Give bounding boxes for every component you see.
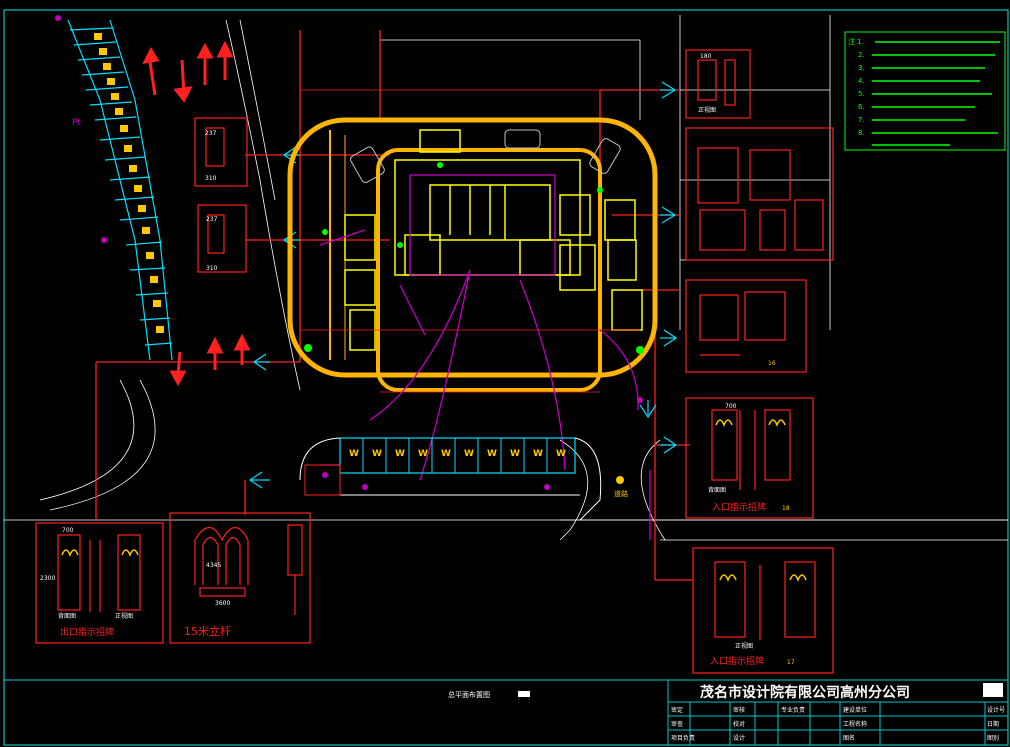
svg-text:W: W xyxy=(441,449,451,459)
sign-num-16: 16 xyxy=(768,360,776,367)
svg-text:道路: 道路 xyxy=(614,489,628,498)
exit-sign-width: 700 xyxy=(62,527,74,534)
svg-text:图名: 图名 xyxy=(843,734,855,742)
detail-panel-sign-b-1 xyxy=(194,117,248,187)
svg-text:工程名称: 工程名称 xyxy=(843,720,867,728)
svg-text:注 1.: 注 1. xyxy=(848,37,864,46)
pylon-w: 3600 xyxy=(215,600,230,607)
svg-text:6.: 6. xyxy=(858,103,865,111)
drawing-border xyxy=(3,9,1009,746)
sign-b2-w: 237 xyxy=(206,216,218,223)
detail-panel-pylon xyxy=(169,512,311,644)
svg-text:设计号: 设计号 xyxy=(987,706,1005,714)
arch-logos xyxy=(61,419,807,583)
svg-text:审定: 审定 xyxy=(671,706,683,714)
title-block-labels: 审定 审核 专业负责 建设单位 审查 校对 工程名称 项目负责 设计 图名 设计… xyxy=(671,706,1005,742)
detail-panel-c xyxy=(685,279,807,373)
exit-sign-height: 2300 xyxy=(40,575,55,582)
svg-text:W: W xyxy=(349,449,359,459)
pt-label: Pt xyxy=(72,118,81,128)
sign-b2-base: 310 xyxy=(206,265,218,272)
sign-d-caption: 入口指示招牌 xyxy=(712,501,766,513)
plan-caption-box xyxy=(518,691,530,697)
sign-b1-base: 310 xyxy=(205,175,217,182)
svg-text:W: W xyxy=(464,449,474,459)
sign-d-width: 700 xyxy=(725,403,737,410)
left-parking-markers xyxy=(94,33,164,333)
svg-text:日期: 日期 xyxy=(987,720,999,728)
title-block-white-box xyxy=(983,683,1003,697)
building-outer-ring xyxy=(287,117,658,392)
title-block xyxy=(667,679,1009,746)
pylon-caption: 15米立杆 xyxy=(184,624,231,638)
detail-panel-entry-sign xyxy=(685,397,814,519)
svg-text:图别: 图别 xyxy=(987,734,999,742)
svg-text:4.: 4. xyxy=(858,77,865,85)
car-outlines xyxy=(350,129,621,184)
svg-text:建设单位: 建设单位 xyxy=(843,706,867,714)
sign-a-front: 正视图 xyxy=(698,106,716,114)
svg-text:设计: 设计 xyxy=(733,734,745,742)
detail-panel-sign-a xyxy=(685,49,751,119)
svg-text:3.: 3. xyxy=(858,64,865,72)
svg-text:W: W xyxy=(487,449,497,459)
site-boundary xyxy=(95,30,693,581)
exit-sign-caption: 出口指示招牌 xyxy=(60,626,114,638)
traffic-arrows xyxy=(142,40,251,387)
leader-arrows xyxy=(248,81,678,489)
svg-text:W: W xyxy=(510,449,520,459)
entry-marker: 道路 xyxy=(614,476,628,498)
svg-text:项目负责: 项目负责 xyxy=(671,734,695,742)
notes-lines: 注 1. 2. 3. 4. 5. 6. 7. 8. xyxy=(848,37,865,137)
svg-text:专业负责: 专业负责 xyxy=(781,706,805,714)
svg-text:8.: 8. xyxy=(858,129,865,137)
exit-sign-back: 背面图 xyxy=(58,612,76,620)
title-company: 茂名市设计院有限公司高州分公司 xyxy=(700,684,910,701)
dimension-line-top xyxy=(300,89,640,393)
notes-box xyxy=(844,31,1006,151)
detail-panel-entry-sign-2 xyxy=(692,547,834,674)
pylon-h: 4345 xyxy=(206,562,221,569)
svg-text:W: W xyxy=(418,449,428,459)
exit-sign-front: 正视图 xyxy=(115,612,133,620)
sign-e-num: 17 xyxy=(787,659,795,666)
detail-panel-sign-b-2 xyxy=(197,204,247,273)
svg-text:W: W xyxy=(556,449,566,459)
svg-text:审核: 审核 xyxy=(733,706,745,714)
bottom-parking-row xyxy=(299,437,602,521)
sign-e-front: 正视图 xyxy=(735,642,753,650)
sign-a-width: 180 xyxy=(700,53,712,60)
svg-text:校对: 校对 xyxy=(733,720,745,728)
svg-text:审查: 审查 xyxy=(671,720,683,728)
svg-text:2.: 2. xyxy=(858,51,865,59)
svg-text:W: W xyxy=(395,449,405,459)
tree-markers xyxy=(304,162,644,354)
svg-text:W: W xyxy=(372,449,382,459)
svg-text:7.: 7. xyxy=(858,116,865,124)
plan-caption: 总平面布置图 xyxy=(448,690,490,699)
svg-text:W: W xyxy=(533,449,543,459)
notes-hatching xyxy=(872,41,1000,146)
sign-d-num: 18 xyxy=(782,505,790,512)
left-parking-strip xyxy=(67,19,173,361)
detail-panel-exit-sign xyxy=(35,522,164,644)
detail-panel-structure xyxy=(685,127,834,261)
sign-b1-w: 237 xyxy=(205,130,217,137)
sign-d-front: 背面图 xyxy=(708,486,726,494)
svg-text:5.: 5. xyxy=(858,90,865,98)
sign-e-caption: 入口指示招牌 xyxy=(710,655,764,667)
site-markers xyxy=(55,15,643,490)
